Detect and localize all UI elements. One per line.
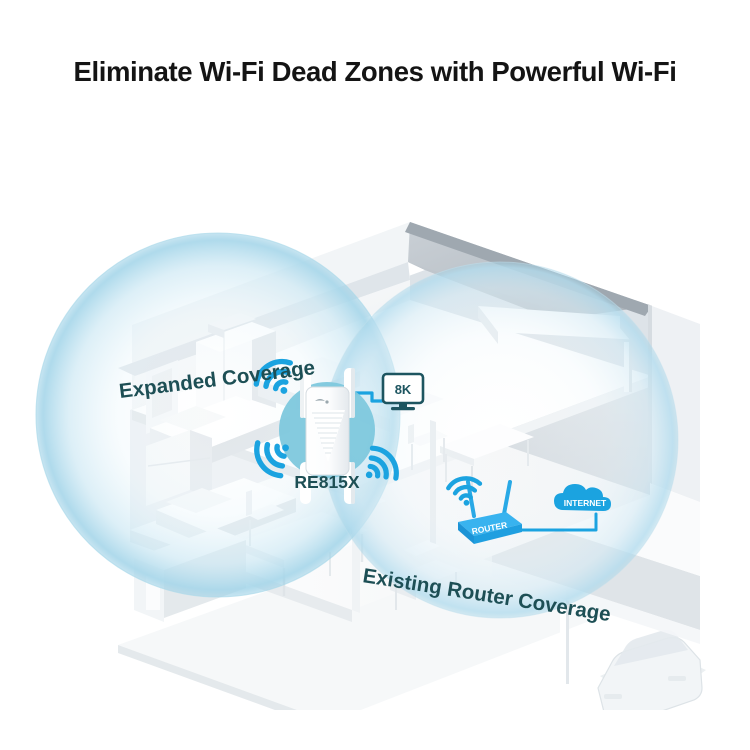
wifi-signal-extender-right bbox=[365, 445, 399, 481]
coverage-zone-existing-router bbox=[321, 261, 679, 619]
internet-cloud-label: INTERNET bbox=[564, 498, 607, 508]
tv-8k-device[interactable]: 8K bbox=[381, 372, 425, 411]
house-coverage-illustration: 8K bbox=[0, 110, 750, 710]
link-router-to-internet bbox=[510, 512, 598, 532]
router-device[interactable]: ROUTER bbox=[458, 480, 522, 544]
tv-8k-label: 8K bbox=[395, 382, 412, 397]
page-title: Eliminate Wi-Fi Dead Zones with Powerful… bbox=[73, 56, 677, 87]
range-extender-device[interactable] bbox=[279, 368, 375, 504]
wifi-signal-extender-upper-left bbox=[253, 358, 293, 394]
range-extender-label: RE815X bbox=[294, 472, 360, 492]
wifi-signal-extender-lower-left bbox=[254, 440, 289, 479]
internet-cloud-badge[interactable]: INTERNET bbox=[554, 484, 611, 511]
garage-car bbox=[596, 629, 706, 710]
wifi-signal-router bbox=[446, 476, 483, 506]
